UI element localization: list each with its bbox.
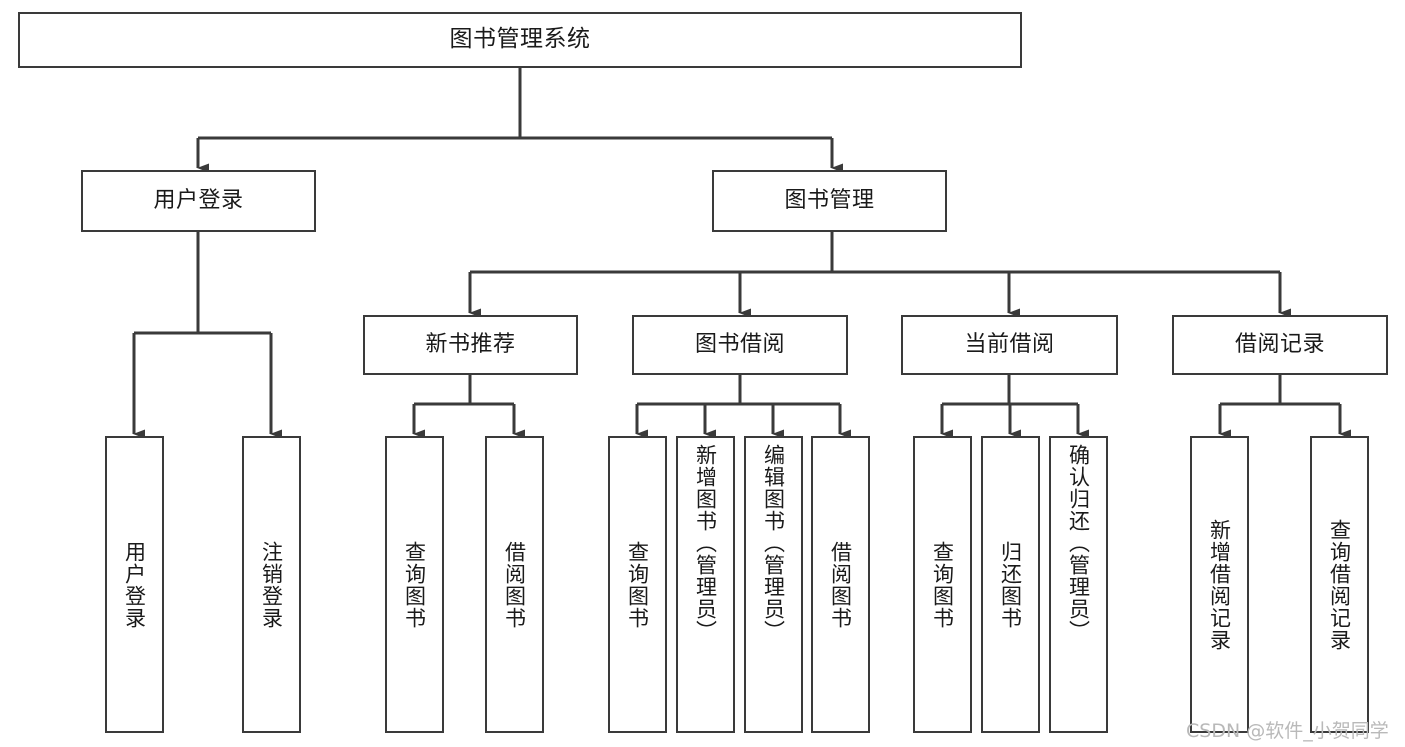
leaf-borrow-book-1-label: 借阅图书	[502, 540, 527, 629]
leaf-query-book-1[interactable]: 查询图书	[385, 436, 444, 733]
leaf-query-record[interactable]: 查询借阅记录	[1310, 436, 1369, 733]
leaf-borrow-book-2-label: 借阅图书	[828, 540, 853, 629]
leaf-add-book[interactable]: 新增图书（管理员）	[676, 436, 735, 733]
leaf-add-record[interactable]: 新增借阅记录	[1190, 436, 1249, 733]
leaf-borrow-book-1[interactable]: 借阅图书	[485, 436, 544, 733]
leaf-user-login-label: 用户登录	[122, 540, 147, 629]
leaf-add-book-label: 新增图书（管理员）	[693, 444, 718, 642]
leaf-confirm-return-label: 确认归还（管理员）	[1066, 444, 1091, 642]
node-new-book-rec[interactable]: 新书推荐	[363, 315, 578, 375]
leaf-logout-label: 注销登录	[259, 540, 284, 629]
leaf-query-book-3[interactable]: 查询图书	[913, 436, 972, 733]
leaf-edit-book[interactable]: 编辑图书（管理员）	[744, 436, 803, 733]
leaf-borrow-book-2[interactable]: 借阅图书	[811, 436, 870, 733]
node-current-borrow[interactable]: 当前借阅	[901, 315, 1118, 375]
leaf-edit-book-label: 编辑图书（管理员）	[761, 444, 786, 642]
node-new-book-rec-label: 新书推荐	[425, 331, 516, 357]
node-current-borrow-label: 当前借阅	[964, 331, 1055, 357]
leaf-confirm-return[interactable]: 确认归还（管理员）	[1049, 436, 1108, 733]
leaf-query-book-2-label: 查询图书	[625, 540, 650, 629]
leaf-return-book-label: 归还图书	[998, 540, 1023, 629]
watermark: CSDN @软件_小贺同学	[1186, 720, 1389, 742]
node-root-label: 图书管理系统	[449, 26, 591, 53]
node-user-login[interactable]: 用户登录	[81, 170, 316, 232]
node-root[interactable]: 图书管理系统	[18, 12, 1022, 68]
node-book-borrow-label: 图书借阅	[694, 331, 785, 357]
leaf-query-book-1-label: 查询图书	[402, 540, 427, 629]
leaf-query-record-label: 查询借阅记录	[1327, 518, 1352, 651]
node-user-login-label: 用户登录	[153, 187, 244, 213]
leaf-add-record-label: 新增借阅记录	[1207, 518, 1232, 651]
leaf-user-login[interactable]: 用户登录	[105, 436, 164, 733]
node-book-manage[interactable]: 图书管理	[712, 170, 947, 232]
leaf-query-book-2[interactable]: 查询图书	[608, 436, 667, 733]
node-borrow-record-label: 借阅记录	[1234, 331, 1325, 357]
leaf-query-book-3-label: 查询图书	[930, 540, 955, 629]
leaf-logout[interactable]: 注销登录	[242, 436, 301, 733]
leaf-return-book[interactable]: 归还图书	[981, 436, 1040, 733]
node-borrow-record[interactable]: 借阅记录	[1172, 315, 1388, 375]
node-book-manage-label: 图书管理	[784, 187, 875, 213]
node-book-borrow[interactable]: 图书借阅	[632, 315, 848, 375]
